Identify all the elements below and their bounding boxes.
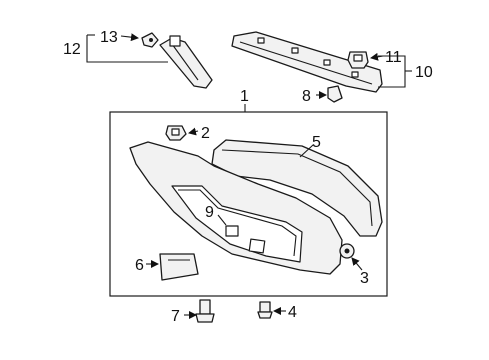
- part-6-bracket: [159, 253, 199, 281]
- part-5-upper-trim-panel: [211, 139, 383, 237]
- callout-13: 13: [100, 29, 118, 46]
- part-7-fastener: [195, 299, 215, 323]
- part-8-retainer: [327, 85, 343, 103]
- callout-11: 11: [385, 49, 402, 66]
- callout-8: 8: [302, 88, 311, 105]
- leader-11: [370, 52, 384, 61]
- leader-12: [86, 35, 168, 63]
- part-3-push-pin: [339, 243, 355, 259]
- part-4-fastener: [257, 301, 273, 319]
- callout-12: 12: [63, 41, 81, 58]
- part-9-liftgate-trim: [129, 141, 343, 275]
- callout-6: 6: [135, 257, 144, 274]
- part-13-clip: [141, 32, 159, 48]
- part-11-clip: [347, 51, 369, 69]
- part-12-trim-bracket: [159, 35, 213, 89]
- callout-2: 2: [201, 125, 210, 142]
- callout-1: 1: [240, 88, 249, 105]
- leader-3: [351, 257, 363, 271]
- part-10-spoiler-molding: [231, 31, 383, 93]
- assembly-frame: [109, 111, 388, 297]
- callout-10: 10: [415, 64, 433, 81]
- callout-7: 7: [171, 308, 180, 325]
- callout-5: 5: [312, 134, 321, 151]
- callout-4: 4: [288, 304, 297, 321]
- leader-2: [188, 127, 199, 136]
- callout-9: 9: [205, 204, 214, 221]
- leader-5: [299, 144, 314, 158]
- part-2-clip: [165, 125, 187, 141]
- leader-13: [120, 33, 139, 42]
- callout-3: 3: [360, 270, 369, 287]
- leader-9: [217, 214, 227, 226]
